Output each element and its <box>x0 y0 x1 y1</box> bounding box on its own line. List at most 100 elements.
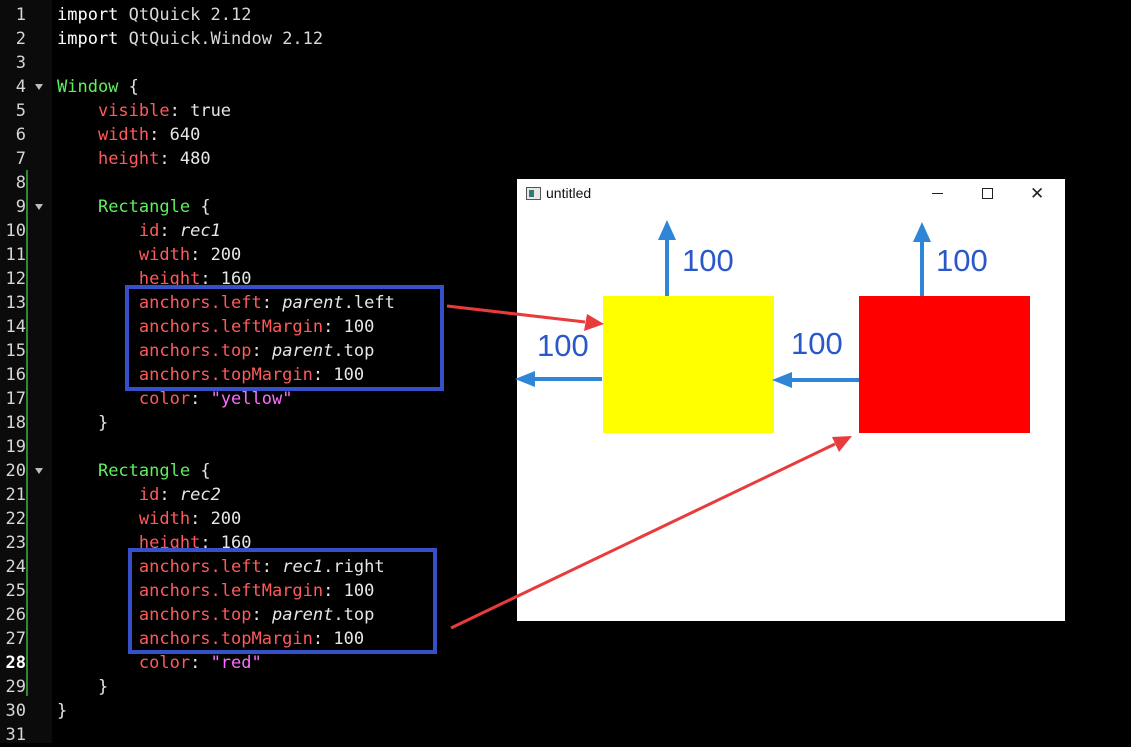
code-line[interactable]: 29 } <box>0 675 1131 699</box>
code-line[interactable]: 20 Rectangle { <box>0 459 1131 483</box>
code-line[interactable]: 13 anchors.left: parent.left <box>0 291 1131 315</box>
code-line[interactable]: 31 <box>0 723 1131 747</box>
close-icon: ✕ <box>1030 184 1045 203</box>
red-arrow-rec2 <box>450 442 836 630</box>
code-text: anchors.leftMargin: 100 <box>57 315 374 339</box>
code-line[interactable]: 17 color: "yellow" <box>0 387 1131 411</box>
code-line[interactable]: 21 id: rec2 <box>0 483 1131 507</box>
code-text: color: "red" <box>57 651 262 675</box>
code-text: anchors.leftMargin: 100 <box>57 579 374 603</box>
code-line[interactable]: 1 import QtQuick 2.12 <box>0 3 1131 27</box>
close-button[interactable]: ✕ <box>1015 179 1061 209</box>
code-token: : <box>323 581 344 601</box>
code-token: { <box>190 197 211 217</box>
code-line[interactable]: 14 anchors.leftMargin: 100 <box>0 315 1131 339</box>
code-token: Rectangle <box>97 197 191 217</box>
code-text: width: 200 <box>57 243 241 267</box>
code-line[interactable]: 6 width: 640 <box>0 123 1131 147</box>
code-line[interactable]: 18 } <box>0 411 1131 435</box>
code-token: parent <box>282 293 344 313</box>
code-line[interactable]: 10 id: rec1 <box>0 219 1131 243</box>
code-token: : <box>159 485 180 505</box>
line-number: 1 <box>15 5 26 25</box>
code-token: rec1 <box>282 557 324 577</box>
line-number: 10 <box>5 221 26 241</box>
code-token: "yellow" <box>210 389 293 409</box>
code-line[interactable]: 19 <box>0 435 1131 459</box>
maximize-button[interactable] <box>965 179 1011 209</box>
code-token: width <box>138 245 191 265</box>
code-line[interactable]: 9 Rectangle { <box>0 195 1131 219</box>
code-line[interactable]: 28 color: "red" <box>0 651 1131 675</box>
minimize-button[interactable] <box>915 179 961 209</box>
code-text: Rectangle { <box>57 459 211 483</box>
blue-arrowhead-left-rec2 <box>772 372 792 388</box>
code-token: height <box>138 269 201 289</box>
code-text: id: rec2 <box>57 483 221 507</box>
code-line[interactable]: 7 height: 480 <box>0 147 1131 171</box>
code-text: } <box>57 699 67 723</box>
code-token: 2.12 <box>200 5 252 25</box>
code-line[interactable]: 11 width: 200 <box>0 243 1131 267</box>
code-text: height: 480 <box>57 147 211 171</box>
code-token: import <box>57 5 119 25</box>
code-text: anchors.topMargin: 100 <box>57 627 364 651</box>
preview-window[interactable]: untitled ✕ <box>517 179 1065 621</box>
code-text: import QtQuick 2.12 <box>57 3 252 27</box>
code-text: anchors.top: parent.top <box>57 603 374 627</box>
code-text: id: rec1 <box>57 219 221 243</box>
code-token: parent <box>271 605 334 625</box>
code-token: : <box>190 653 211 673</box>
code-token: : <box>251 341 272 361</box>
line-number: 25 <box>5 581 26 601</box>
code-token: } <box>97 413 109 433</box>
line-number: 15 <box>5 341 26 361</box>
code-line[interactable]: 8 <box>0 171 1131 195</box>
code-line[interactable]: 24 anchors.left: rec1.right <box>0 555 1131 579</box>
code-token: anchors.topMargin <box>138 365 313 385</box>
code-line[interactable]: 3 <box>0 51 1131 75</box>
fold-arrow-icon[interactable] <box>35 468 43 474</box>
line-number: 11 <box>5 245 26 265</box>
code-line[interactable]: 26 anchors.top: parent.top <box>0 603 1131 627</box>
code-line[interactable]: 22 width: 200 <box>0 507 1131 531</box>
fold-arrow-icon[interactable] <box>35 204 43 210</box>
label-rec2-top-margin: 100 <box>936 243 988 278</box>
code-line[interactable]: 27 anchors.topMargin: 100 <box>0 627 1131 651</box>
code-line[interactable]: 30} <box>0 699 1131 723</box>
code-text: height: 160 <box>57 267 252 291</box>
highlight-box-rec1-anchors <box>125 285 444 391</box>
code-token: 160 <box>220 269 252 289</box>
code-token: 200 <box>210 245 242 265</box>
line-number: 24 <box>5 557 26 577</box>
line-number: 2 <box>15 29 26 49</box>
fold-arrow-icon[interactable] <box>35 84 43 90</box>
code-text: anchors.left: parent.left <box>57 291 395 315</box>
code-text: anchors.topMargin: 100 <box>57 363 364 387</box>
code-line[interactable]: 5 visible: true <box>0 99 1131 123</box>
code-token: : <box>159 149 180 169</box>
line-number: 12 <box>5 269 26 289</box>
code-token: import <box>57 29 119 49</box>
code-token: 2.12 <box>271 29 324 49</box>
code-token: width <box>97 125 150 145</box>
code-line[interactable]: 12 height: 160 <box>0 267 1131 291</box>
line-number: 6 <box>15 125 26 145</box>
code-line[interactable]: 25 anchors.leftMargin: 100 <box>0 579 1131 603</box>
code-text: visible: true <box>57 99 231 123</box>
line-number: 31 <box>5 725 26 745</box>
line-number: 20 <box>5 461 26 481</box>
title-bar[interactable]: untitled ✕ <box>517 179 1065 209</box>
code-token: visible <box>97 101 170 121</box>
app-icon <box>526 187 541 200</box>
code-text: anchors.top: parent.top <box>57 339 374 363</box>
code-line[interactable]: 16 anchors.topMargin: 100 <box>0 363 1131 387</box>
code-token: "red" <box>210 653 262 673</box>
code-token: 200 <box>210 509 242 529</box>
code-line[interactable]: 15 anchors.top: parent.top <box>0 339 1131 363</box>
label-rec2-left-margin: 100 <box>791 326 843 361</box>
